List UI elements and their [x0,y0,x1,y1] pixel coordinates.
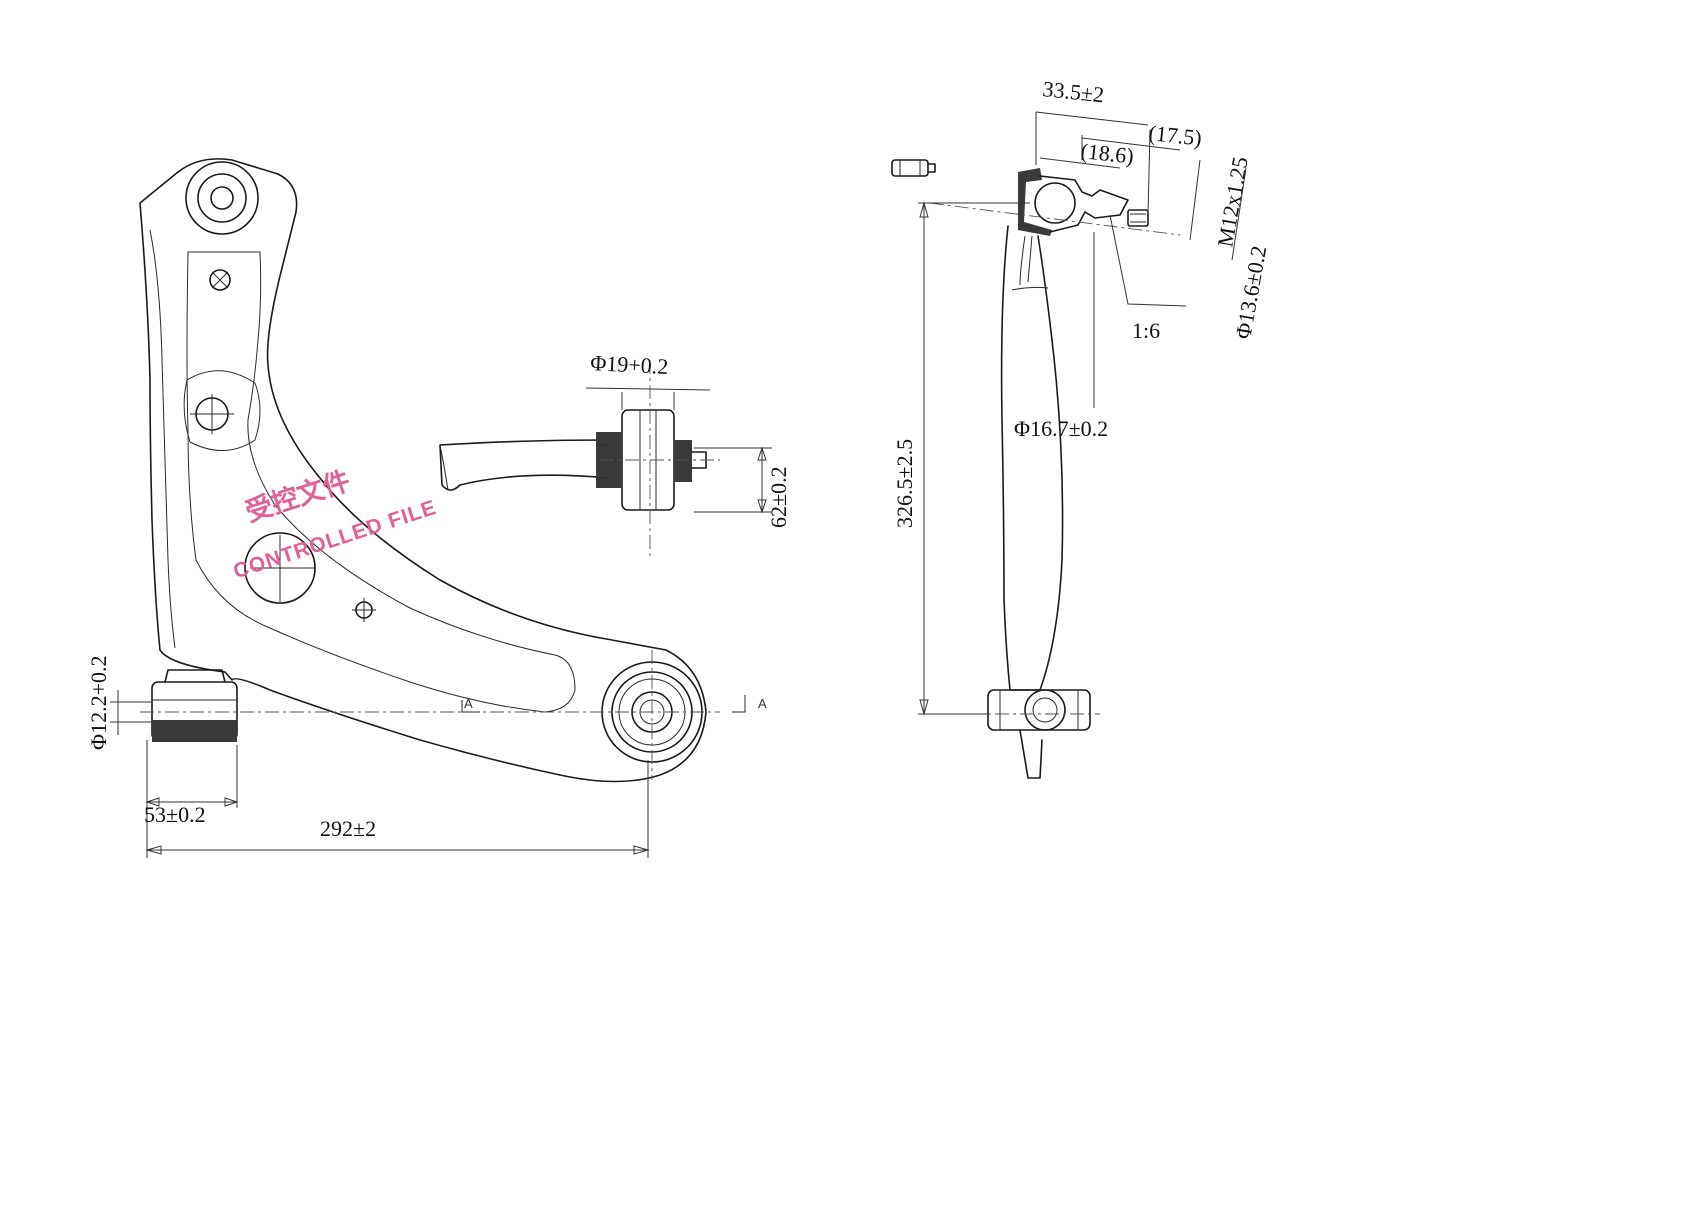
arm-inner-edge [149,229,176,649]
nut-icon [891,159,936,177]
arm-outline [139,158,707,783]
section-label-right: A [758,696,767,711]
dim-overall-length: 292±2 [320,816,376,841]
dim-stud-diameter: Φ13.6±0.2 [1230,244,1271,341]
top-eye-inner [210,186,234,210]
dim-height: 326.5±2.5 [892,439,917,528]
dim-stud-ref-2: (18.6) [1079,138,1134,168]
top-eye-mid [197,173,247,223]
side-lower-bushing [987,689,1091,779]
dim-ball-diameter: Φ16.7±0.2 [1014,416,1108,441]
dim-rear-bushing-width: 53±0.2 [144,802,206,827]
arm-pocket-upper [183,370,261,451]
side-view: 326.5±2.5 33.5±2 (17.5) (18.6) M12x1.25 … [891,76,1271,779]
hole-small-1 [209,269,231,291]
dim-rear-bushing-bore: Φ12.2+0.2 [86,656,111,751]
dim-front-bushing-bore: Φ19+0.2 [590,350,669,379]
front-view: A A 292±2 53±0.2 Φ12.2+0.2 Φ19+0.2 62±0.… [86,158,791,858]
dim-stud-ref-1: (17.5) [1147,120,1202,150]
section-label-left: A [464,696,473,711]
arm-inner-edge-2 [186,251,576,713]
dim-stud-length: 33.5±2 [1041,76,1105,107]
dim-taper: 1:6 [1132,318,1160,343]
controlled-file-stamp: 受控文件 CONTROLLED FILE [231,465,440,584]
rear-bushing [151,669,238,742]
dim-thread: M12x1.25 [1212,155,1252,249]
side-ball-joint [1018,168,1149,236]
side-arm-body [1000,225,1064,691]
top-eye-outer [185,161,259,235]
front-bushing-detail [439,409,707,511]
dim-front-bushing-length: 62±0.2 [766,466,791,528]
